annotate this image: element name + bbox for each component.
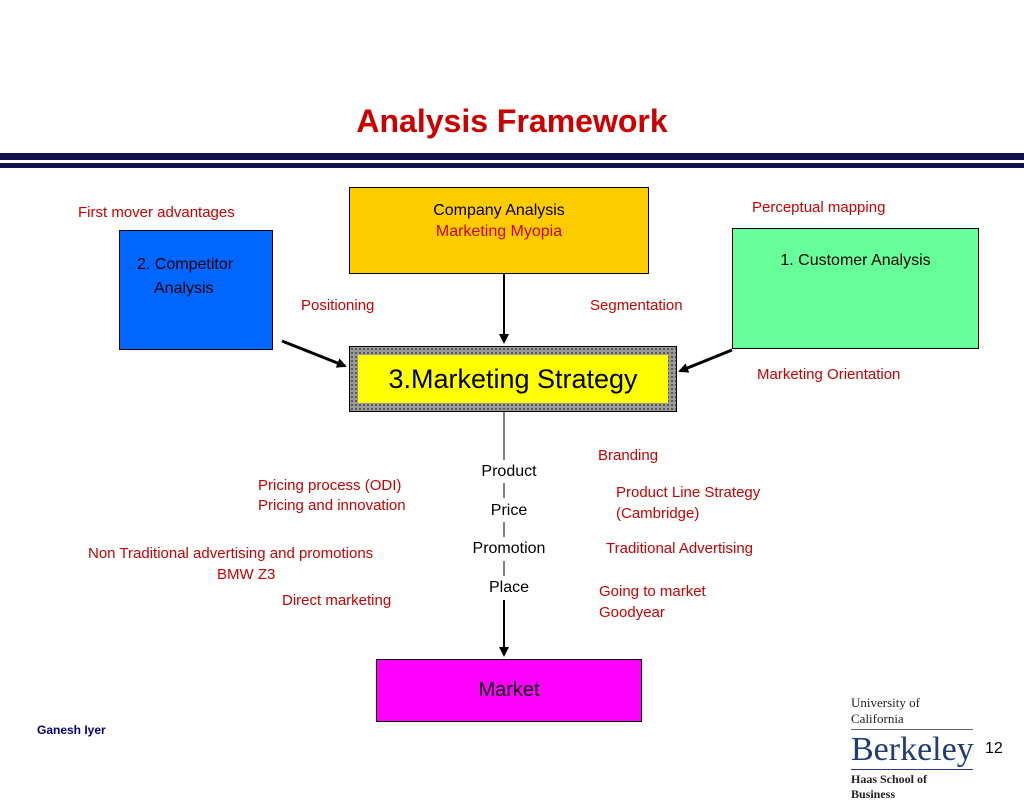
berkeley-logo: University of California Berkeley Haas S… [851, 695, 974, 802]
page-number: 12 [985, 740, 1003, 757]
competitor-analysis-box: 2. Competitor Analysis [119, 230, 273, 350]
traditional-advertising-annotation: Traditional Advertising [606, 540, 754, 557]
logo-berkeley: Berkeley [851, 731, 974, 768]
first-mover-annotation: First mover advantages [78, 204, 235, 221]
positioning-annotation: Positioning [301, 297, 375, 314]
customer-analysis-label: 1. Customer Analysis [780, 252, 931, 269]
perceptual-mapping-annotation: Perceptual mapping [752, 199, 886, 216]
mix-product: Product [481, 463, 537, 480]
company-analysis-label: Company Analysis [433, 202, 565, 219]
mix-place: Place [488, 579, 530, 596]
going-to-market-annotation: Going to market [599, 583, 706, 600]
logo-university: University of California [851, 695, 920, 726]
customer-analysis-box: 1. Customer Analysis [732, 228, 979, 349]
logo-divider [851, 729, 973, 730]
goodyear-annotation: Goodyear [599, 604, 665, 621]
title-rule-top [0, 153, 1024, 160]
non-traditional-annotation: Non Traditional advertising and promotio… [88, 545, 374, 562]
marketing-orientation-annotation: Marketing Orientation [757, 366, 901, 383]
direct-marketing-annotation: Direct marketing [282, 592, 392, 609]
company-analysis-box: Company Analysis Marketing Myopia [349, 187, 649, 274]
marketing-strategy-box: 3.Marketing Strategy [349, 346, 677, 412]
competitor-analysis-line2: Analysis [154, 280, 214, 297]
bmw-z3-annotation: BMW Z3 [217, 566, 276, 583]
marketing-strategy-label: 3.Marketing Strategy [358, 355, 668, 403]
logo-underline [851, 769, 973, 770]
title-rule-bottom [0, 163, 1024, 168]
connector-layer [281, 264, 733, 657]
market-label: Market [478, 679, 540, 701]
pricing-innovation-annotation: Pricing and innovation [258, 497, 406, 514]
branding-annotation: Branding [598, 447, 659, 464]
author-name: Ganesh Iyer [37, 723, 106, 737]
segmentation-annotation: Segmentation [590, 297, 683, 314]
arrow-customer-to-strategy [678, 348, 733, 373]
slide-title: Analysis Framework [356, 103, 668, 139]
arrow-competitor-to-strategy [281, 339, 347, 368]
marketing-myopia-label: Marketing Myopia [435, 223, 563, 240]
pricing-process-annotation: Pricing process (ODI) [258, 477, 402, 494]
competitor-analysis-line1: 2. Competitor [137, 256, 234, 273]
product-line-annotation: Product Line Strategy [616, 484, 761, 501]
cambridge-annotation: (Cambridge) [616, 505, 700, 522]
mix-price: Price [490, 502, 528, 519]
logo-haas: Haas School of Business [851, 772, 928, 801]
market-box: Market [376, 659, 642, 722]
mix-promotion: Promotion [472, 540, 546, 557]
